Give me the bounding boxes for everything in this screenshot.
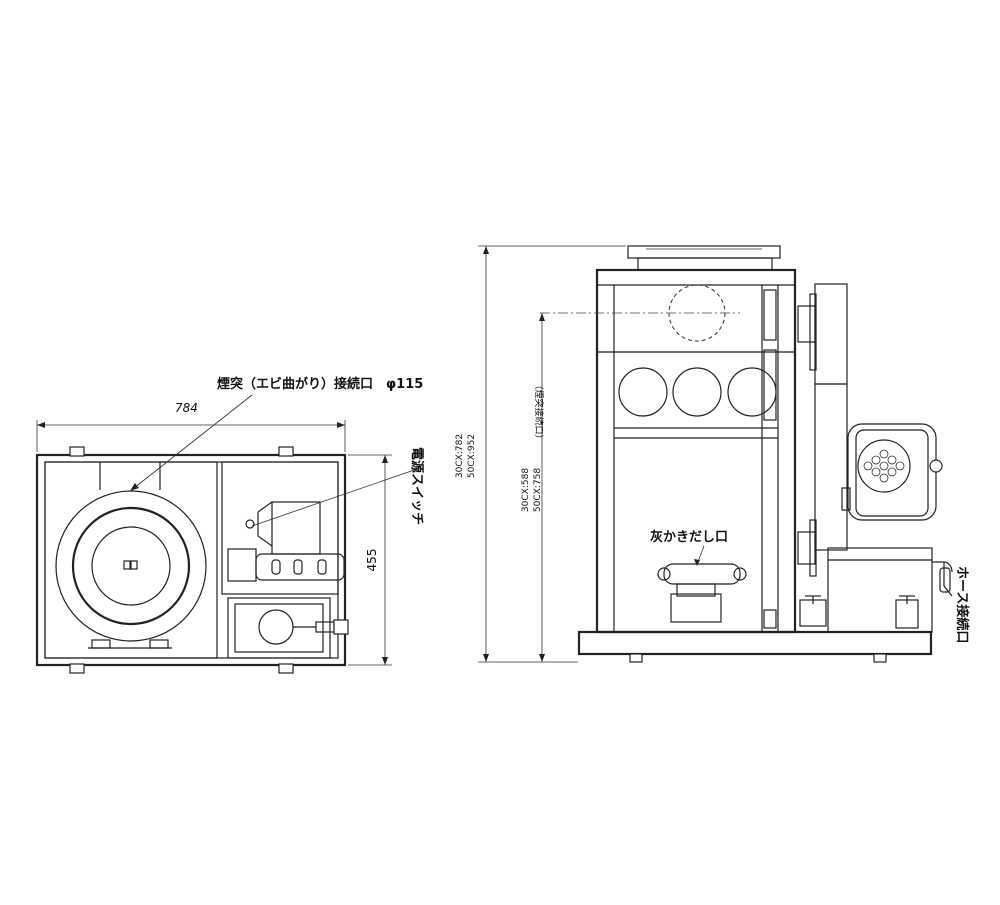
- width-dim-text: 784: [175, 401, 198, 415]
- blower-housing: [847, 423, 937, 521]
- base-foot: [873, 653, 887, 663]
- height-dim-text-a: 30CX:782: [455, 434, 465, 478]
- tank-cap-icon: [258, 609, 294, 645]
- ash-port-knob-icon: [657, 567, 671, 581]
- leader-arrow: [130, 483, 139, 491]
- lid-handle-icon: [130, 560, 138, 570]
- pipe-slot: [317, 559, 327, 575]
- fan-pipe-base: [227, 548, 257, 582]
- base-foot: [629, 653, 643, 663]
- top-foot: [278, 663, 294, 674]
- stove-outer-ring: [55, 490, 207, 642]
- pipe-slot: [293, 559, 303, 575]
- top-cap-base: [637, 257, 773, 271]
- chimney-height-text-b: 50CX:758: [533, 468, 543, 512]
- depth-dim-text: 455: [365, 549, 379, 572]
- duct-flange: [809, 293, 817, 371]
- switch-box: [271, 501, 321, 555]
- lid-handle-icon: [123, 560, 131, 570]
- switch-leader: [251, 467, 421, 527]
- blower-housing-inner: [855, 429, 929, 517]
- fan-pipe: [255, 553, 345, 581]
- ash-port-label: 灰かきだし口: [650, 529, 728, 545]
- leader-arrow: [694, 559, 700, 566]
- post-bracket: [763, 609, 777, 629]
- ash-port-leader: [697, 545, 705, 563]
- ash-port-knob-icon: [733, 567, 747, 581]
- top-view-outline: [35, 453, 347, 667]
- side-view: 灰かきだし口 30CX:782 50CX:952 30CX:588 50CX:7…: [455, 245, 970, 663]
- fan-compartment: [221, 461, 339, 595]
- hose-cap: [333, 619, 349, 635]
- top-foot: [69, 446, 85, 457]
- stove-compartment: [44, 461, 218, 659]
- chimney-label: 煙突（エビ曲がり）接続口 φ115: [217, 376, 423, 392]
- blower-knob-icon: [929, 459, 943, 473]
- ash-port-cover: [663, 563, 741, 585]
- switch-icon: [245, 519, 255, 529]
- viewing-window: [727, 367, 777, 417]
- duct-connector: [797, 305, 816, 343]
- blower-mount: [841, 487, 851, 511]
- blower-fan-icon: [857, 439, 911, 493]
- switch-bracket: [257, 501, 273, 547]
- blower-vent-pattern: [863, 449, 905, 483]
- hose-pipe: [932, 561, 953, 597]
- valve-right: [895, 599, 919, 629]
- pipe-slot: [271, 559, 281, 575]
- viewing-window: [618, 367, 668, 417]
- stove-middle-ring: [71, 506, 191, 626]
- hose-nozzle: [939, 567, 951, 593]
- top-foot: [278, 446, 294, 457]
- ash-port-body: [670, 593, 722, 623]
- duct-panel-upper: [814, 283, 848, 385]
- base-plate: [577, 630, 933, 656]
- viewing-window: [672, 367, 722, 417]
- duct-connector: [797, 531, 816, 565]
- hose-fitting: [315, 621, 335, 633]
- chimney-leader: [133, 394, 253, 489]
- water-tank: [227, 597, 331, 659]
- top-foot: [69, 663, 85, 674]
- top-cap: [627, 245, 781, 259]
- main-frame: [595, 268, 797, 634]
- duct-flange: [809, 519, 817, 577]
- stove-lid: [91, 526, 171, 606]
- post-bracket: [763, 349, 777, 421]
- power-switch-label: 電源スイッチ: [409, 447, 425, 525]
- chimney-height-text-a: 30CX:588: [521, 468, 531, 512]
- height-dim-text-b: 50CX:952: [467, 434, 477, 478]
- duct-panel-lower: [814, 383, 848, 551]
- top-view: 784 455 煙突（エビ曲がり）接続口 φ115 電源スイッチ: [35, 376, 425, 674]
- clip: [91, 639, 111, 649]
- water-tank-inner: [234, 603, 324, 653]
- post-bracket: [763, 289, 777, 341]
- chimney-height-note: （煙突接続口）: [533, 380, 545, 443]
- hose-label: ホース接続口: [954, 566, 970, 643]
- clip: [149, 639, 169, 649]
